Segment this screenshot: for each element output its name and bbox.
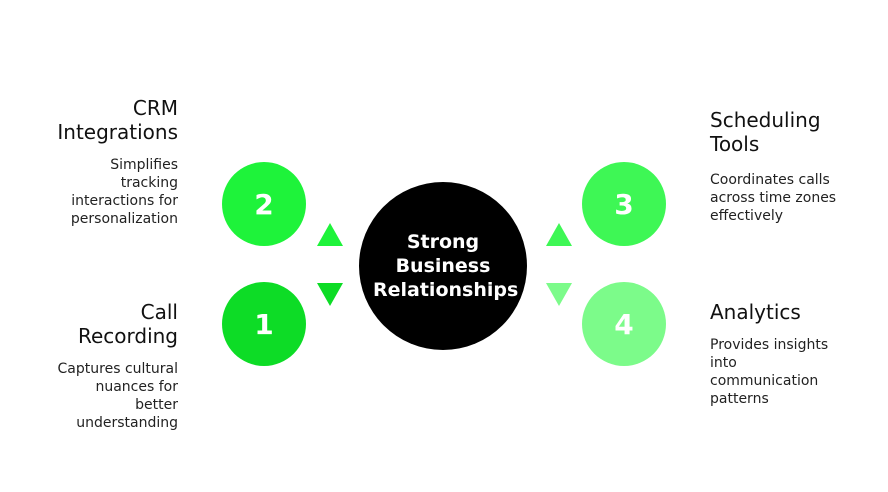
step-3-circle: 3 — [582, 162, 666, 246]
step-3-number: 3 — [614, 187, 634, 221]
step-4-number: 4 — [614, 307, 634, 341]
step-1-description: Captures cultural nuances for better und… — [57, 361, 178, 431]
step-1-circle: 1 — [222, 282, 306, 366]
step-4-title: Analytics — [710, 300, 801, 324]
center-label: Strong Business Relationships — [373, 231, 519, 301]
step-3-description: Coordinates calls across time zones effe… — [710, 172, 837, 224]
step-2-circle: 2 — [222, 162, 306, 246]
step-2-number: 2 — [254, 187, 274, 221]
arrow-up-icon — [546, 223, 572, 246]
arrow-down-icon — [546, 283, 572, 306]
step-1-number: 1 — [254, 307, 274, 341]
step-4-circle: 4 — [582, 282, 666, 366]
step-1-title: Call Recording — [77, 300, 178, 348]
center-hub: Strong Business Relationships — [359, 182, 527, 350]
step-2-description: Simplifies tracking interactions for per… — [70, 157, 178, 227]
arrow-up-icon — [317, 223, 343, 246]
step-3-title: Scheduling Tools — [710, 108, 821, 156]
arrow-down-icon — [317, 283, 343, 306]
step-4-description: Provides insights into communication pat… — [710, 337, 829, 407]
step-2-title: CRM Integrations — [57, 96, 178, 144]
